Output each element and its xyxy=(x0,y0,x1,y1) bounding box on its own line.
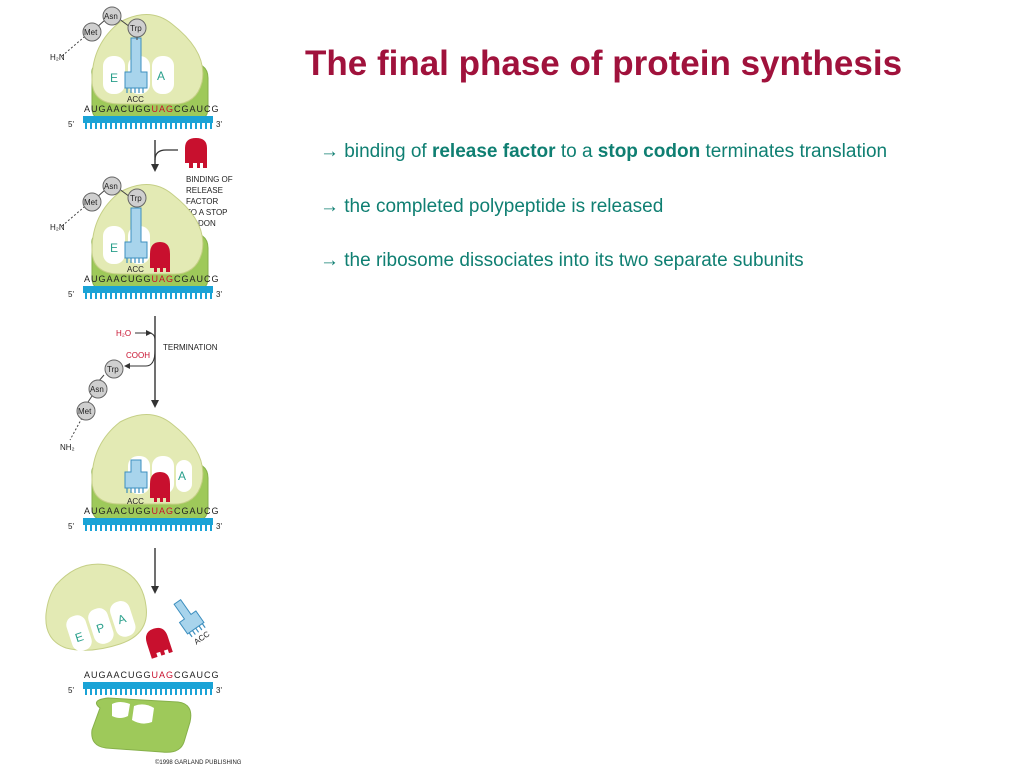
released-amino-terminus-label: NH₂ xyxy=(60,443,75,452)
trna-released: ACC xyxy=(173,598,212,646)
release-factor-released xyxy=(145,627,173,659)
bullet-text-part: binding of xyxy=(344,141,432,162)
panel-dissociated: E P A ACC AUGAACUGGUAGCGAUCG 5' 3' xyxy=(45,563,222,753)
slide-title: The final phase of protein synthesis xyxy=(305,44,903,83)
mrna-sequence: AUGAACUGGUAGCGAUCG xyxy=(84,104,220,114)
trp-label: Trp xyxy=(130,194,142,203)
anticodon-label: ACC xyxy=(192,629,211,646)
cooh-label: COOH xyxy=(126,351,150,360)
release-factor-term: release factor xyxy=(431,141,556,162)
bullet-polypeptide-released: → the completed polypeptide is released xyxy=(320,196,663,218)
bullet-text: the completed polypeptide is released xyxy=(344,196,664,217)
a-site-label: A xyxy=(116,611,128,627)
trna-anticodon-teeth xyxy=(126,88,144,93)
copyright-label: ©1998 GARLAND PUBLISHING xyxy=(155,759,242,766)
arrow-icon: → xyxy=(320,196,339,217)
release-factor xyxy=(150,242,170,272)
released-trp-label: Trp xyxy=(107,365,119,374)
three-prime-label: 3' xyxy=(216,290,222,299)
released-asn xyxy=(88,379,108,399)
anticodon-label: ACC xyxy=(127,497,144,506)
bullet-text-part: terminates translation xyxy=(700,141,888,162)
step-termination: H₂O COOH TERMINATION Trp Asn Met NH₂ xyxy=(60,316,218,452)
three-prime-label: 3' xyxy=(216,522,222,531)
panel-elongating-ribosome: E A ACC Met Asn Trp H₂N AUGAACUGGUAGCGAU… xyxy=(50,6,222,129)
a-site xyxy=(152,56,174,94)
a-site-label: A xyxy=(157,69,165,83)
released-trp xyxy=(104,359,124,379)
panel-release-factor-bound: E ACC Met Asn Trp H₂N AUGAACUGGUAGCGAUCG… xyxy=(50,176,222,299)
e-site-label: E xyxy=(110,71,118,85)
three-prime-label: 3' xyxy=(216,120,222,129)
arrow-icon: → xyxy=(320,141,339,162)
amino-terminus-label: H₂N xyxy=(50,223,65,232)
arrow-icon: → xyxy=(320,250,339,271)
released-met-label: Met xyxy=(78,407,92,416)
met-label: Met xyxy=(84,198,98,207)
anticodon-label: ACC xyxy=(127,95,144,104)
asn-label: Asn xyxy=(104,182,118,191)
water-label: H₂O xyxy=(116,329,131,338)
asn-label: Asn xyxy=(104,12,118,21)
bullet-text-part: to a xyxy=(555,141,598,162)
panel-after-termination: A ACC AUGAACUGGUAGCGAUCG 5' 3' xyxy=(68,414,222,531)
bullet-ribosome-dissociates: → the ribosome dissociates into its two … xyxy=(320,250,804,272)
trp-label: Trp xyxy=(130,24,142,33)
mrna-sequence: AUGAACUGGUAGCGAUCG xyxy=(84,274,220,284)
anticodon-label: ACC xyxy=(127,265,144,274)
amino-acid-trp xyxy=(127,18,147,38)
bullet-text: the ribosome dissociates into its two se… xyxy=(344,250,804,271)
five-prime-label: 5' xyxy=(68,120,74,129)
trna xyxy=(124,37,148,89)
p-site-label: P xyxy=(95,620,107,636)
termination-label: TERMINATION xyxy=(163,343,218,352)
released-asn-label: Asn xyxy=(90,385,104,394)
met-label: Met xyxy=(84,28,98,37)
e-site-label: E xyxy=(73,629,85,645)
amino-acid-asn xyxy=(102,6,122,26)
a-site-label: A xyxy=(178,469,186,483)
mrna-strand xyxy=(83,116,213,123)
five-prime-label: 5' xyxy=(68,290,74,299)
bullet-release-factor: → binding of release factor to a stop co… xyxy=(320,141,887,163)
protein-synthesis-figure: E A ACC Met Asn Trp H₂N AUGAACUGGUAGCGAU… xyxy=(45,6,242,766)
amino-terminus-label: H₂N xyxy=(50,53,65,62)
stop-codon-term: stop codon xyxy=(597,141,701,162)
five-prime-label: 5' xyxy=(68,686,74,695)
mrna-bases xyxy=(85,123,212,129)
release-factor-icon xyxy=(185,138,207,168)
mrna-sequence: AUGAACUGGUAGCGAUCG xyxy=(84,506,220,516)
amino-acid-met xyxy=(82,22,102,42)
three-prime-label: 3' xyxy=(216,686,222,695)
mrna-sequence: AUGAACUGGUAGCGAUCG xyxy=(84,670,220,680)
e-site xyxy=(103,56,125,94)
e-site-label: E xyxy=(110,241,118,255)
released-met xyxy=(76,401,96,421)
five-prime-label: 5' xyxy=(68,522,74,531)
